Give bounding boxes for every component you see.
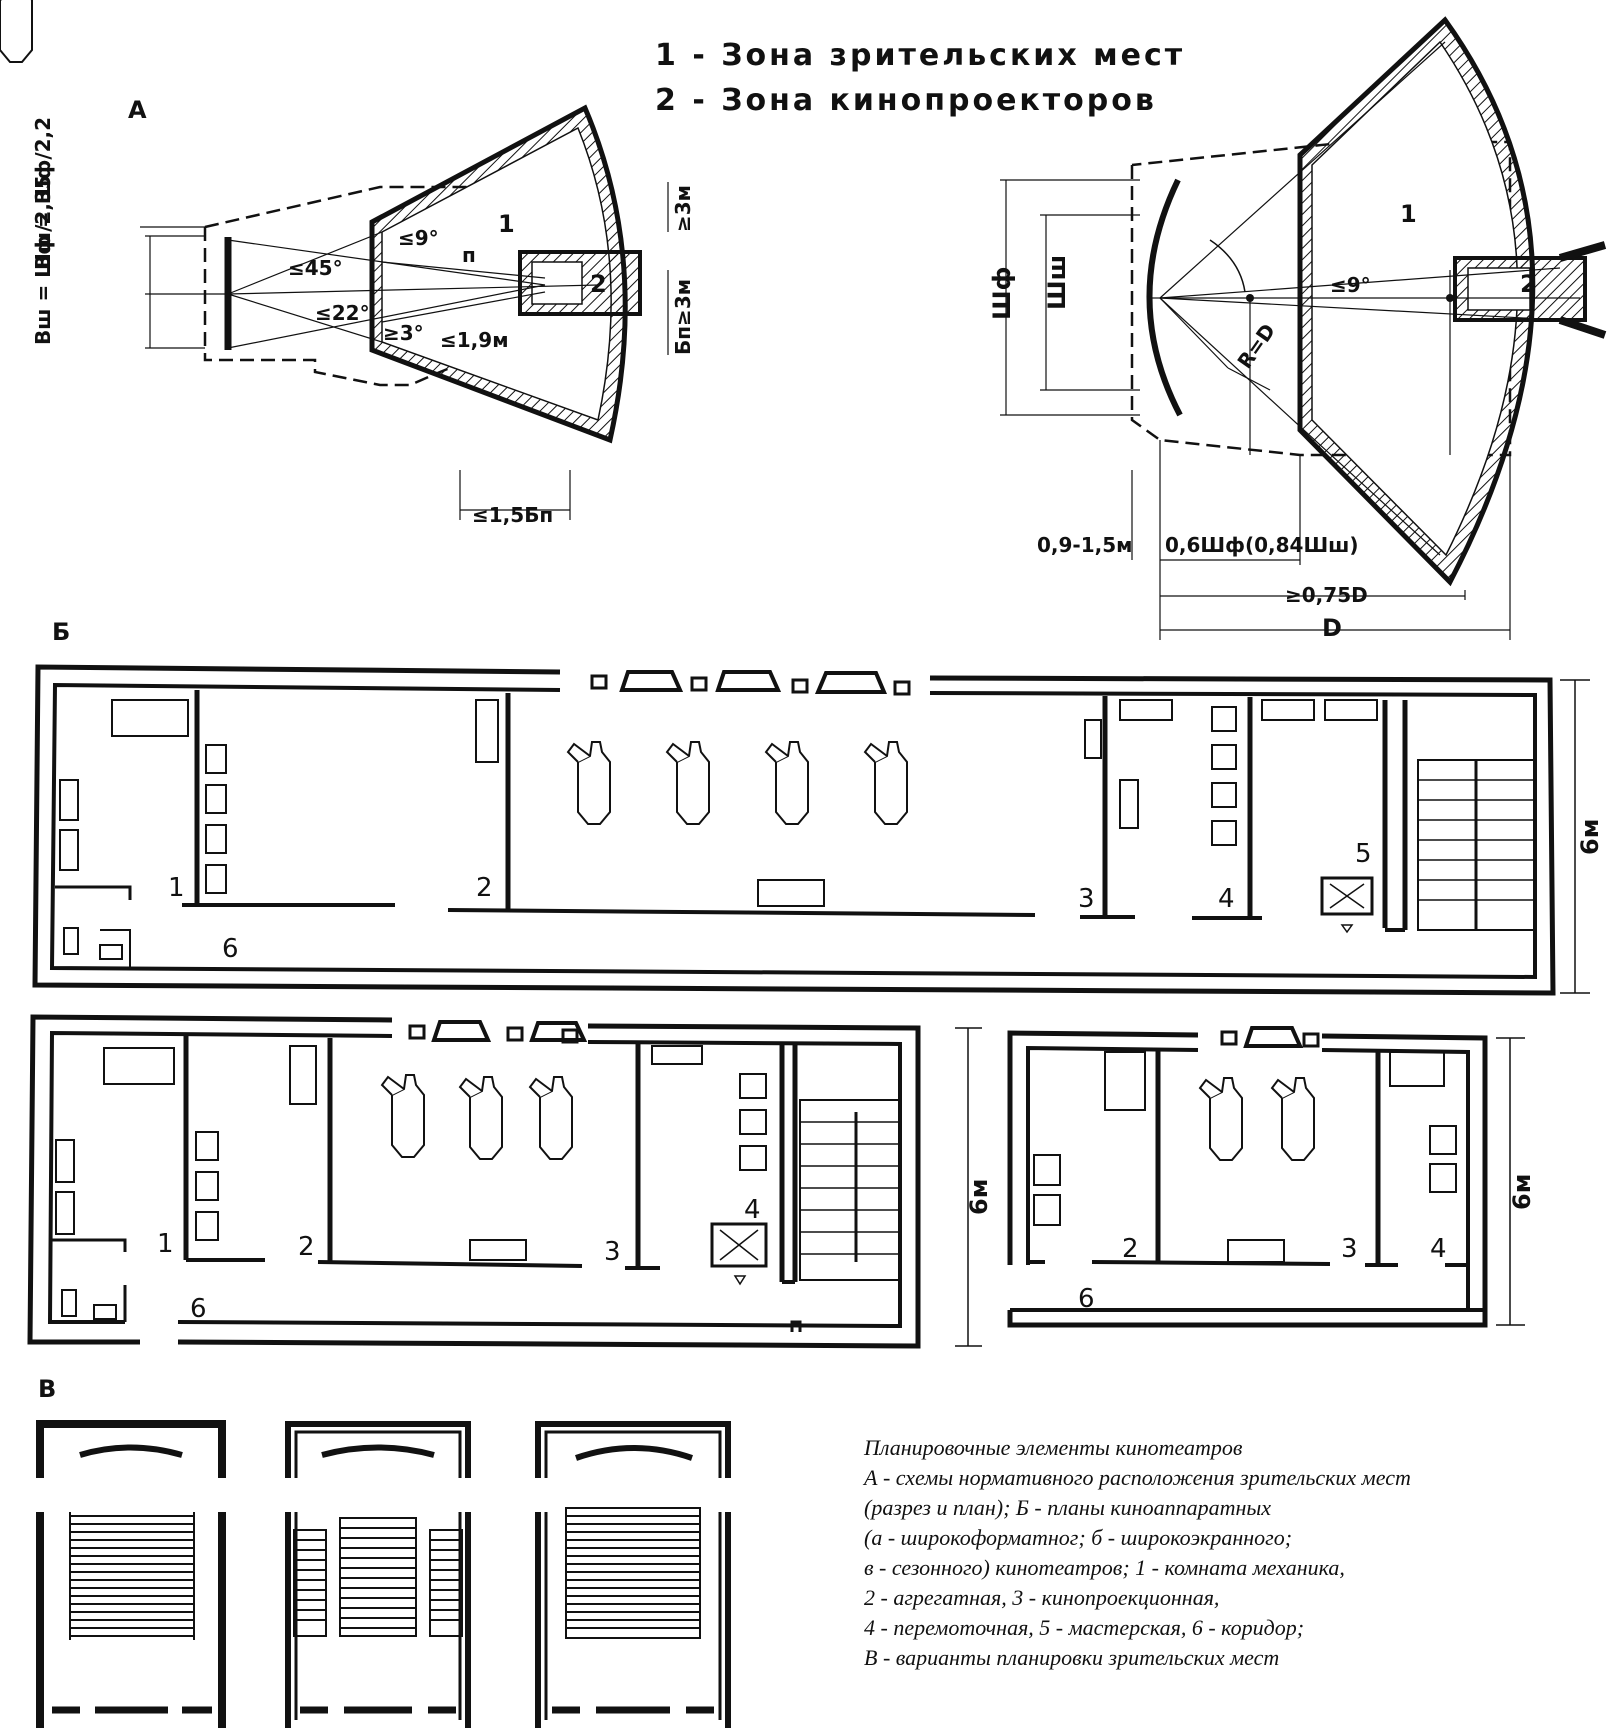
angle-9: ≤9°	[398, 226, 439, 250]
caption-line: (разрез и план); Б - планы киноаппаратны…	[864, 1495, 1272, 1520]
plan1-room-1: 1	[168, 873, 185, 903]
formula-f: Bф = Шф/2,2	[31, 117, 55, 270]
plan-2-labels: 1 2 3 4 6 6м	[157, 1179, 993, 1324]
figure-caption: Планировочные элементы кинотеатров А - с…	[864, 1433, 1584, 1673]
plan1-dim-6m: 6м	[1576, 819, 1604, 855]
plan1-room-5: 5	[1355, 839, 1372, 869]
caption-line: Планировочные элементы кинотеатров	[864, 1435, 1243, 1460]
panel-label-b: Б	[52, 618, 70, 646]
schema-a-plan: 1 2 ≤9° R=D Шф Шш 0,9-1,5м 0,6Шф(0,84Шш)…	[988, 16, 1607, 642]
plan1-room-2: 2	[476, 873, 493, 903]
plan-1-labels: 1 2 3 4 5 6 6м	[168, 819, 1604, 964]
dim-0-9-1-5m: 0,9-1,5м	[1037, 533, 1133, 557]
dim-0-6-shf: 0,6Шф(0,84Шш)	[1165, 533, 1359, 557]
schema-a-section: А 1 2	[31, 96, 695, 527]
panel-label-v: В	[38, 1375, 56, 1403]
caption-line: А - схемы нормативного расположения зрит…	[864, 1465, 1411, 1490]
schema-plan-zone-1: 1	[1400, 200, 1417, 228]
panel-label-a: А	[128, 96, 147, 124]
plan-1	[0, 0, 1590, 996]
plan1-room-3: 3	[1078, 884, 1095, 914]
plan-3	[1007, 1026, 1525, 1328]
plan2-dim-6m: 6м	[965, 1179, 993, 1215]
dim-bp: Бп≥3м	[671, 279, 695, 355]
dist-1-9m: ≤1,9м	[440, 328, 509, 352]
sh-f: Шф	[988, 267, 1016, 320]
seating-variant-2	[285, 1421, 471, 1728]
mark-p: п	[462, 243, 476, 267]
plan3-room-4: 4	[1430, 1234, 1447, 1264]
schema-a-zone-2: 2	[590, 270, 607, 298]
plan3-dim-6m: 6м	[1508, 1174, 1536, 1210]
caption-line: в - сезонного) кинотеатров; 1 - комната …	[864, 1555, 1345, 1580]
legend-zone-2: 2 - Зона кинопроекторов	[655, 83, 1157, 118]
radius-r-d: R=D	[1232, 319, 1280, 373]
dim-3m: ≥3м	[671, 185, 695, 232]
caption-line: В - варианты планировки зрительских мест	[864, 1645, 1280, 1670]
plan2-room-3: 3	[604, 1237, 621, 1267]
dim-d: D	[1322, 614, 1342, 642]
dim-0-75d: ≥0,75D	[1285, 583, 1368, 607]
angle-45: ≤45°	[288, 256, 343, 280]
caption-line: 2 - агрегатная, 3 - кинопроекционная,	[864, 1585, 1220, 1610]
schema-plan-angle-9: ≤9°	[1330, 273, 1371, 297]
legend-zone-1: 1 - Зона зрительских мест	[655, 38, 1185, 73]
dim-1-5bp: ≤1,5Бп	[472, 503, 553, 527]
seating-variant-3	[535, 1421, 731, 1728]
plan3-room-6: 6	[1078, 1284, 1095, 1314]
plan2-room-1: 1	[157, 1229, 174, 1259]
plan-3-labels: 2 3 4 6 6м	[1078, 1174, 1536, 1314]
angle-22: ≤22°	[315, 301, 370, 325]
sh-sh: Шш	[1043, 255, 1071, 310]
formula-sh: Bш = Шш/2,35	[31, 175, 55, 345]
plan2-room-6: 6	[190, 1294, 207, 1324]
schema-a-zone-1: 1	[498, 210, 515, 238]
caption-line: 4 - перемоточная, 5 - мастерская, 6 - ко…	[864, 1615, 1305, 1640]
plan1-room-6: 6	[222, 934, 239, 964]
caption-line: (а - широкоформатног; б - широкоэкранног…	[864, 1525, 1293, 1550]
plan3-room-3: 3	[1341, 1234, 1358, 1264]
seating-variant-1	[36, 1420, 226, 1728]
plan3-room-2: 2	[1122, 1234, 1139, 1264]
angle-3: ≥3°	[383, 321, 424, 345]
schema-plan-zone-2: 2	[1520, 270, 1537, 298]
plan2-room-4: 4	[744, 1195, 761, 1225]
plan-2	[27, 1014, 982, 1349]
plan1-room-4: 4	[1218, 884, 1235, 914]
plan2-room-2: 2	[298, 1232, 315, 1262]
